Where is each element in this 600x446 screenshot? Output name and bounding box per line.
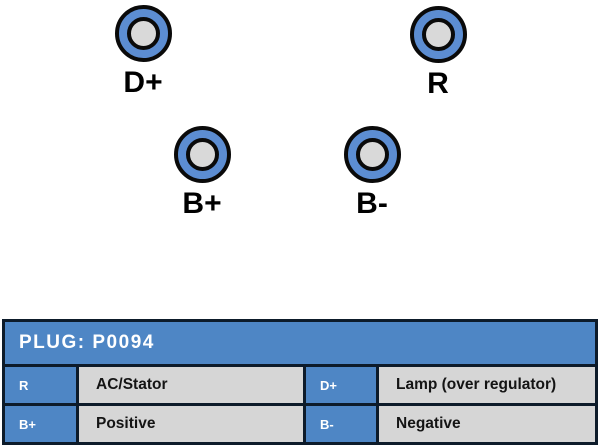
- plug-table-title: PLUG: P0094: [5, 322, 595, 364]
- pin-code-cell: B+: [5, 406, 76, 442]
- plug-legend-table: PLUG: P0094 R AC/Stator D+ Lamp (over re…: [2, 319, 598, 445]
- pin-description-cell: Negative: [379, 406, 595, 442]
- pin-code-cell: R: [5, 367, 76, 403]
- pin-label-dplus: D+: [123, 66, 163, 99]
- pin-terminal-icon: [173, 126, 231, 183]
- pin-bplus: B+: [173, 126, 231, 219]
- pin-description-cell: Positive: [79, 406, 303, 442]
- pin-description-cell: AC/Stator: [79, 367, 303, 403]
- pin-terminal-icon: [343, 126, 401, 183]
- pin-label-r: R: [427, 67, 449, 100]
- pin-code-cell: B-: [306, 406, 376, 442]
- pin-terminal-icon: [409, 6, 467, 63]
- pin-r: R: [409, 6, 467, 99]
- pin-bminus: B-: [343, 126, 401, 219]
- pin-label-bplus: B+: [182, 187, 222, 220]
- pin-terminal-core: [185, 138, 219, 171]
- pin-dplus: D+: [114, 5, 172, 98]
- pin-terminal-core: [421, 18, 455, 51]
- pin-label-bminus: B-: [356, 187, 388, 220]
- pin-terminal-core: [355, 138, 389, 171]
- pin-terminal-icon: [114, 5, 172, 62]
- pin-code-cell: D+: [306, 367, 376, 403]
- pin-description-cell: Lamp (over regulator): [379, 367, 595, 403]
- pin-terminal-core: [126, 17, 160, 50]
